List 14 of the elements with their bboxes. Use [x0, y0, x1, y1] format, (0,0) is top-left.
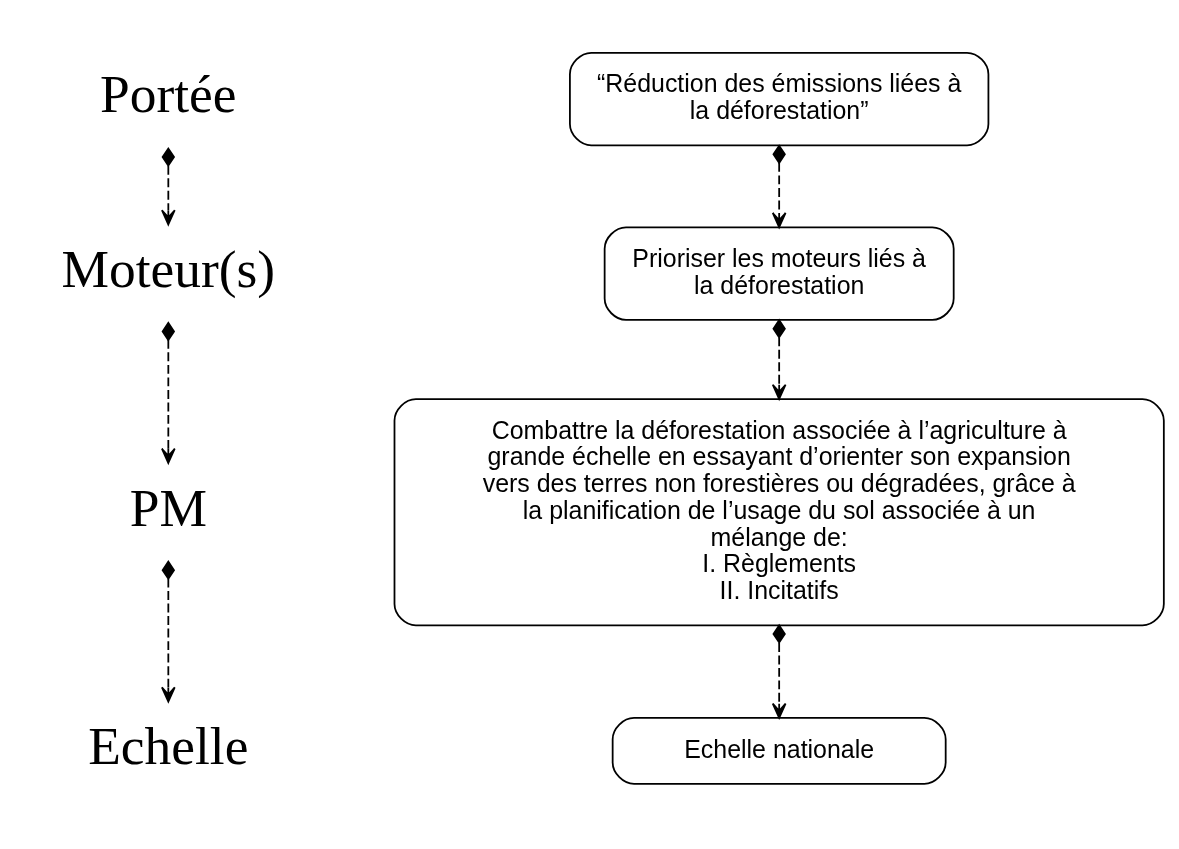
arrow — [771, 143, 787, 228]
arrow — [161, 320, 176, 464]
arrow — [771, 318, 787, 400]
node-box: Prioriser les moteurs liés à la déforestation — [603, 225, 955, 321]
arrow — [771, 623, 787, 719]
node-box: Combattre la déforestation associée à l’agriculture à grande échelle en essayant d’orienter son expansion vers des terres non forestières ou dégradées, grâce à la planification de l’usage du sol associée à un mélange de: I. Règlements II. Incitatifs — [393, 397, 1165, 626]
node-text: Moteur(s) — [61, 238, 276, 299]
node-text: PM — [129, 477, 207, 538]
arrow — [161, 559, 176, 702]
node-text: Echelle — [88, 715, 249, 776]
node-text: Portée — [100, 63, 237, 124]
arrow — [161, 146, 176, 225]
node-box: Echelle nationale — [611, 716, 947, 785]
node-box: “Réduction des émissions liées à la déforestation” — [569, 51, 990, 146]
